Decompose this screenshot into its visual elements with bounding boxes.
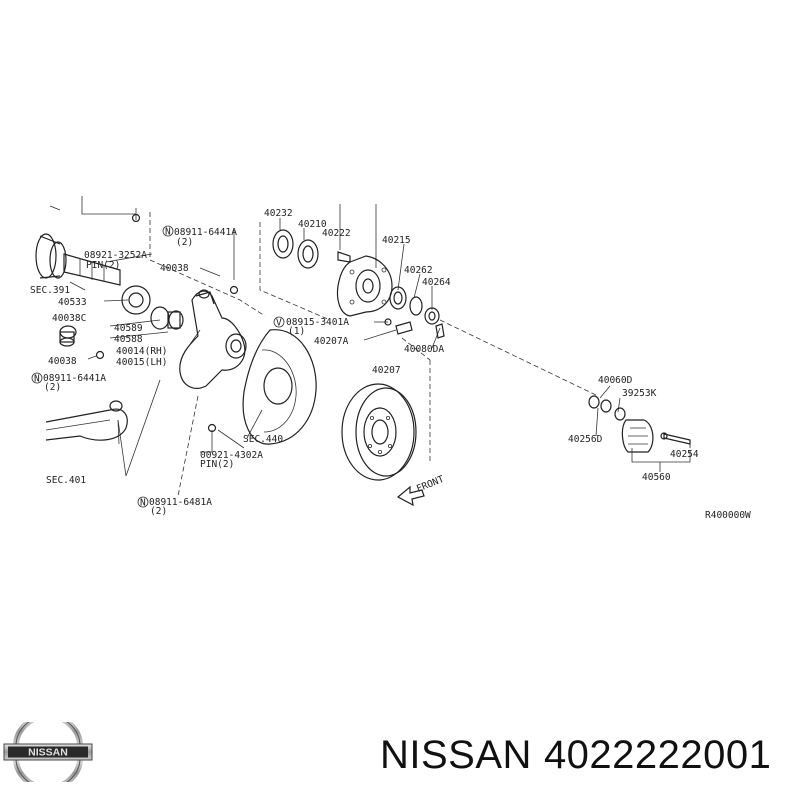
callout-40254: 40254 bbox=[670, 449, 699, 460]
callout-40038c: 40038C bbox=[52, 313, 86, 324]
callout-08911-6441a-bottom: 08911-6441A bbox=[43, 373, 106, 384]
callout-pin-a: PIN(2) bbox=[86, 260, 120, 271]
callout-00921-4302a: 00921-4302A bbox=[200, 450, 263, 461]
small-bolts-part bbox=[95, 213, 445, 433]
diagram-ref-code: R400000W bbox=[705, 510, 751, 521]
callout-40589: 40589 bbox=[114, 323, 143, 334]
callout-qty-top: (2) bbox=[176, 237, 193, 248]
callout-40207a: 40207A bbox=[314, 336, 349, 347]
logo-wordmark: NISSAN bbox=[28, 747, 68, 759]
brake-rotor-part bbox=[341, 383, 417, 481]
callout-40080da: 40080DA bbox=[404, 344, 444, 355]
callout-labels: 08911-6441A (2) 08921-3252A PIN(2) 40038… bbox=[30, 208, 751, 521]
callout-40232: 40232 bbox=[264, 208, 293, 219]
callout-40014: 40014(RH) bbox=[116, 346, 167, 357]
callout-40215: 40215 bbox=[382, 235, 411, 246]
callout-40533: 40533 bbox=[58, 297, 87, 308]
nissan-logo: NISSAN bbox=[3, 722, 93, 782]
seals-bearings-40232-40210-part bbox=[272, 229, 319, 269]
callout-qty-1: (1) bbox=[288, 326, 305, 337]
callout-40560: 40560 bbox=[642, 472, 671, 483]
callout-40588: 40588 bbox=[114, 334, 143, 345]
callout-08911-6481a: 08911-6481A bbox=[149, 497, 212, 508]
callout-sec401: SEC.401 bbox=[46, 475, 86, 486]
callout-front: FRONT bbox=[415, 474, 446, 495]
part-number: 4022222001 bbox=[543, 733, 772, 777]
callout-39253k: 39253K bbox=[622, 388, 657, 399]
callout-40264: 40264 bbox=[422, 277, 451, 288]
brand-name: NISSAN bbox=[380, 733, 532, 777]
callout-sec440: SEC.440 bbox=[243, 434, 283, 445]
callout-40210: 40210 bbox=[298, 219, 327, 230]
washers-40262-40264-part bbox=[389, 286, 440, 325]
callout-40038-bottom: 40038 bbox=[48, 356, 77, 367]
callout-sec391: SEC.391 bbox=[30, 285, 70, 296]
callout-40222: 40222 bbox=[322, 228, 351, 239]
bearing-40589-part bbox=[150, 306, 184, 330]
seal-40533-part bbox=[121, 285, 151, 315]
marker-v: V bbox=[276, 318, 282, 329]
callout-40207: 40207 bbox=[372, 365, 401, 376]
callout-pin-b: PIN(2) bbox=[200, 459, 234, 470]
bushing-40038c-part bbox=[59, 325, 77, 347]
hub-40215-part bbox=[336, 255, 393, 317]
callout-08921-3252a: 08921-3252A bbox=[84, 250, 147, 261]
callout-40038-top: 40038 bbox=[160, 263, 189, 274]
marker-n: N bbox=[34, 374, 40, 385]
callout-40262: 40262 bbox=[404, 265, 433, 276]
callout-qty-b: (2) bbox=[150, 506, 167, 517]
callout-40256d: 40256D bbox=[568, 434, 603, 445]
callout-40015: 40015(LH) bbox=[116, 357, 167, 368]
marker-n: N bbox=[165, 227, 171, 238]
callout-40060d: 40060D bbox=[598, 375, 633, 386]
callout-qty-bottom: (2) bbox=[44, 382, 61, 393]
lower-arm-part bbox=[45, 400, 128, 441]
drive-shaft-part bbox=[35, 233, 121, 286]
knuckle-part bbox=[179, 289, 247, 389]
splash-shield-part bbox=[242, 329, 317, 445]
marker-n: N bbox=[140, 498, 146, 509]
callout-08915-3401a: 08915-3401A bbox=[286, 317, 349, 328]
callout-08911-6441a-top: 08911-6441A bbox=[174, 227, 237, 238]
circle-markers: N N N V bbox=[31, 225, 285, 509]
front-arrow-icon bbox=[396, 485, 425, 507]
locking-hub-part bbox=[588, 395, 691, 453]
leader-lines bbox=[49, 196, 691, 497]
